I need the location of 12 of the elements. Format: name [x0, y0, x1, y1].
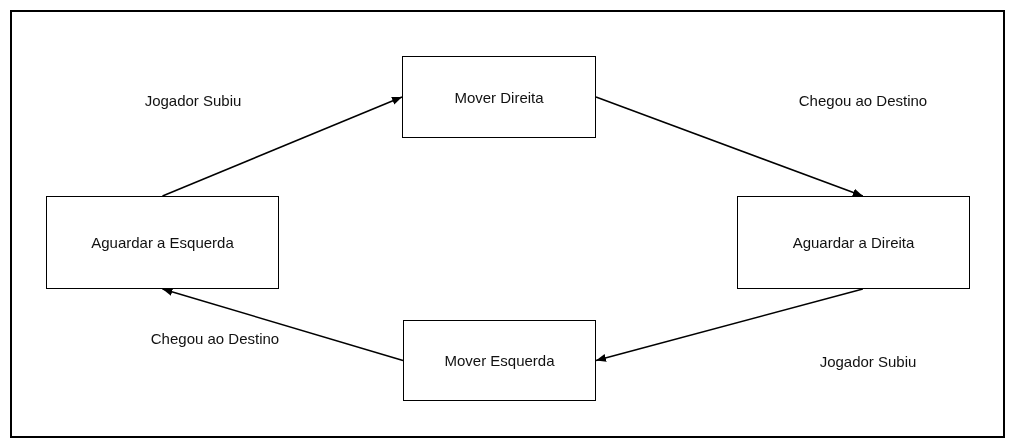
state-name: Aguardar a Esquerda — [91, 234, 234, 251]
state-name: Mover Direita — [454, 88, 544, 106]
state-box — [403, 320, 596, 401]
arrow — [595, 288, 864, 362]
state-box — [46, 196, 279, 289]
arrow — [595, 96, 864, 197]
state-box — [737, 196, 970, 289]
arrow — [161, 288, 404, 362]
arrow — [161, 96, 403, 197]
state-box — [402, 56, 596, 138]
state-name: Aguardar a Direita — [792, 234, 915, 251]
state-name: Mover Esquerda — [444, 352, 555, 369]
